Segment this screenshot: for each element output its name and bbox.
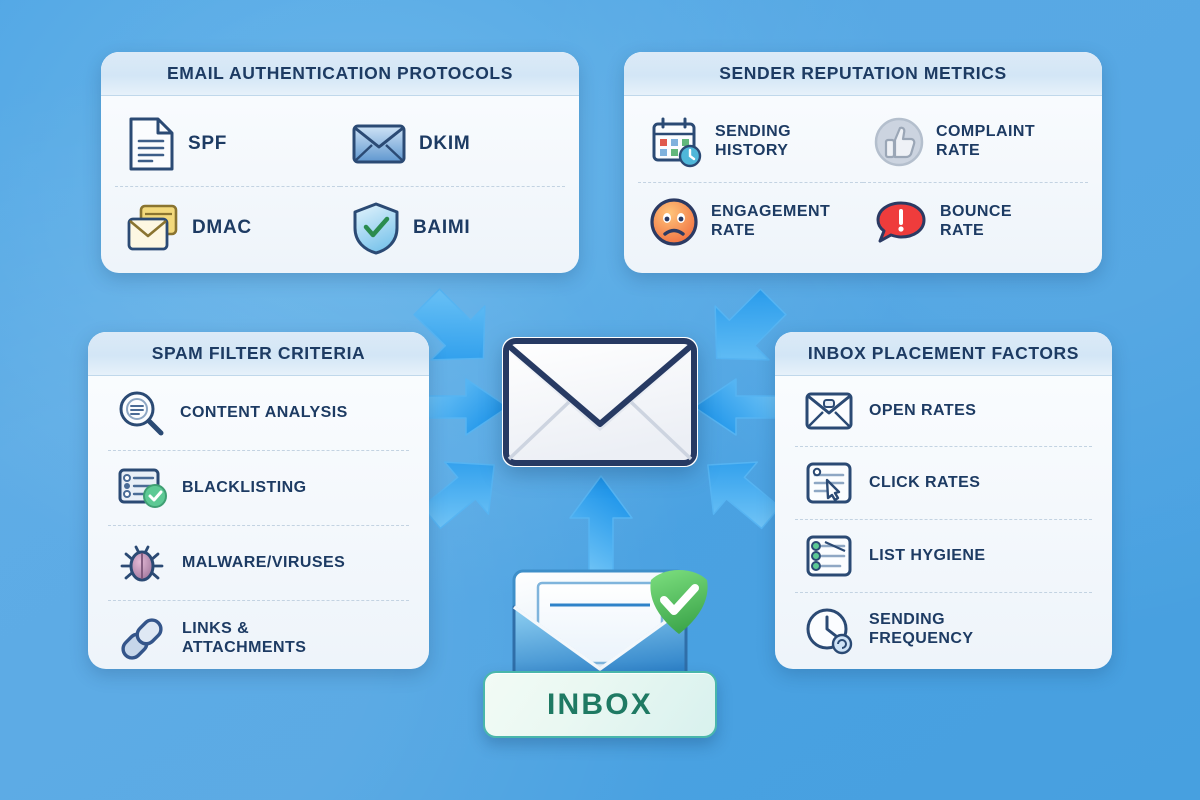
panel-title: Spam Filter Criteria [151,343,366,363]
item-label: Content Analysis [180,403,348,421]
open-envelope-icon [805,392,853,430]
click-card-icon [806,462,852,504]
arrow-from-auth-panel [413,288,486,361]
list-green-icon [806,535,852,577]
panel-sender-reputation-metrics[interactable]: Sender Reputation Metrics Sending Histor… [624,52,1102,273]
item-label: Sending History [715,123,792,159]
magnifier-icon [119,391,164,436]
check-badge-icon [650,570,708,634]
item-label: Complaint Rate [936,123,1036,159]
panel-body: SPF DKIM [101,96,579,273]
arrow-from-spam-panel-lower [421,461,495,530]
panel-body: Content Analysis Blacklisting [88,376,429,669]
item-blacklisting[interactable]: Blacklisting [108,451,409,526]
panel-title: Inbox Placement Factors [807,343,1080,363]
arrow-from-placement-upper [693,378,785,436]
bug-icon [120,545,164,582]
item-list-hygiene[interactable]: List Hygiene [795,520,1092,593]
item-label: Bounce Rate [940,203,1013,239]
clock-icon [806,608,853,655]
panel-inbox-placement-factors[interactable]: Inbox Placement Factors Open Rates [775,332,1112,669]
panel-header: Inbox Placement Factors [775,332,1112,376]
item-malware-viruses[interactable]: Malware/Viruses [108,526,409,601]
calendar-clock-icon [652,117,702,168]
panel-spam-filter-criteria[interactable]: Spam Filter Criteria Content Analysis [88,332,429,669]
item-dkim[interactable]: DKIM [340,102,565,187]
panel-title: Sender Reputation Metrics [719,63,1007,83]
panel-header: Email Authentication Protocols [101,52,579,96]
item-sending-frequency[interactable]: Sending Frequency [795,593,1092,667]
link-icon [121,618,163,660]
panel-title: Email Authentication Protocols [167,63,513,83]
inbox-label: Inbox [546,687,653,721]
panel-header: Spam Filter Criteria [88,332,429,376]
item-complaint-rate[interactable]: Complaint Rate [863,102,1088,183]
arrow-from-reputation-panel [714,288,787,361]
item-label: Engagement Rate [711,203,831,239]
arrow-from-spam-panel-upper [417,378,509,436]
item-label: DKIM [419,132,471,154]
item-label: Links & Attachments [182,620,307,656]
open-mail-icon [512,569,688,687]
item-label: Blacklisting [182,478,307,496]
document-icon [129,117,174,171]
item-baimi[interactable]: BAIMI [340,187,565,269]
envelope-signed-icon [352,124,406,164]
item-click-rates[interactable]: Click Rates [795,447,1092,520]
inbox-label-plate[interactable]: Inbox [483,671,717,738]
item-label: DMAC [192,216,252,238]
item-engagement-rate[interactable]: Engagement Rate [638,183,863,261]
mail-card-icon [127,204,178,251]
sad-face-icon [650,198,698,246]
item-dmac[interactable]: DMAC [115,187,340,269]
item-content-analysis[interactable]: Content Analysis [108,376,409,451]
panel-body: Sending History Complaint Rate [624,96,1102,271]
item-label: Open Rates [869,401,977,419]
item-spf[interactable]: SPF [115,102,340,187]
thumbs-up-icon [874,117,924,167]
panel-header: Sender Reputation Metrics [624,52,1102,96]
item-sending-history[interactable]: Sending History [638,102,863,183]
item-links-attachments[interactable]: Links & Attachments [108,601,409,669]
item-label: Malware/Viruses [182,553,346,571]
item-label: Sending Frequency [869,611,974,647]
item-bounce-rate[interactable]: Bounce Rate [863,183,1088,261]
item-label: SPF [188,132,228,154]
panel-body: Open Rates Click Rates [775,376,1112,667]
item-label: List Hygiene [869,546,986,564]
item-label: BAIMI [413,216,471,238]
item-label: Click Rates [869,473,981,491]
inbox-destination[interactable]: Inbox [480,565,720,750]
alert-bubble-icon [876,201,926,243]
list-check-icon [118,468,167,508]
panel-email-authentication-protocols[interactable]: Email Authentication Protocols SPF [101,52,579,273]
shield-check-icon [353,202,399,255]
arrow-from-placement-lower [707,461,781,530]
item-open-rates[interactable]: Open Rates [795,376,1092,447]
center-envelope-icon [502,337,698,467]
